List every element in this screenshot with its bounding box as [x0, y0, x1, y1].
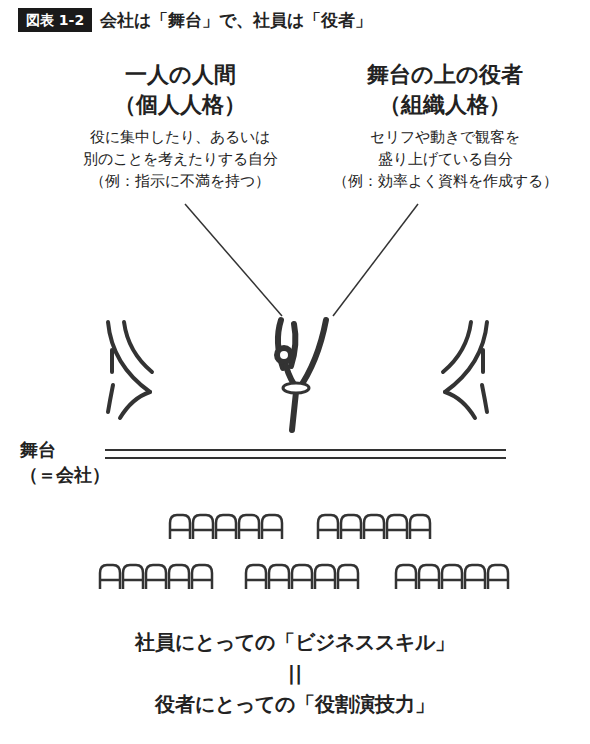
seat: [338, 565, 358, 589]
seat: [318, 515, 338, 539]
seat: [488, 565, 508, 589]
seat: [216, 515, 236, 539]
seat: [364, 515, 384, 539]
seat: [193, 515, 213, 539]
seat: [341, 515, 361, 539]
seat: [419, 565, 439, 589]
curtain: [443, 322, 487, 418]
seat: [170, 515, 190, 539]
seat: [387, 515, 407, 539]
seat: [465, 565, 485, 589]
description: 役に集中したり、あるいは 別のことを考えたりする自分 （例：指示に不満を持つ）: [83, 126, 278, 192]
audience-seats: [100, 515, 508, 589]
seat: [192, 565, 212, 589]
leader-line: [333, 204, 418, 316]
seat: [269, 565, 289, 589]
heading: 舞台の上の役者 （組織人格）: [367, 60, 523, 120]
heading: 一人の人間 （個人人格）: [114, 60, 246, 120]
seat: [246, 565, 266, 589]
figure-number: 図表 1-2: [26, 12, 84, 28]
seat: [146, 565, 166, 589]
seat: [239, 515, 259, 539]
seat: [410, 515, 430, 539]
figure-number-badge: 図表 1-2: [18, 8, 92, 32]
equation-line: 役者にとっての「役割演技力」: [155, 690, 435, 718]
description: セリフや動きで観客を 盛り上げている自分 （例：効率よく資料を作成する）: [333, 126, 558, 192]
curtain: [108, 322, 152, 418]
dancer-figure: [277, 320, 326, 430]
seat: [442, 565, 462, 589]
leader-line: [185, 204, 282, 316]
seat: [262, 515, 282, 539]
seat: [123, 565, 143, 589]
stage-floor: [105, 450, 506, 458]
figure-title: 会社は「舞台」で、社員は「役者」: [100, 9, 372, 31]
seat: [169, 565, 189, 589]
seat: [396, 565, 416, 589]
seat: [100, 565, 120, 589]
equals-sign: ||: [288, 659, 303, 687]
seat: [315, 565, 335, 589]
stage-label: 舞台 （＝会社）: [20, 437, 110, 487]
equation-line: 社員にとっての「ビジネススキル」: [135, 628, 455, 656]
seat: [292, 565, 312, 589]
